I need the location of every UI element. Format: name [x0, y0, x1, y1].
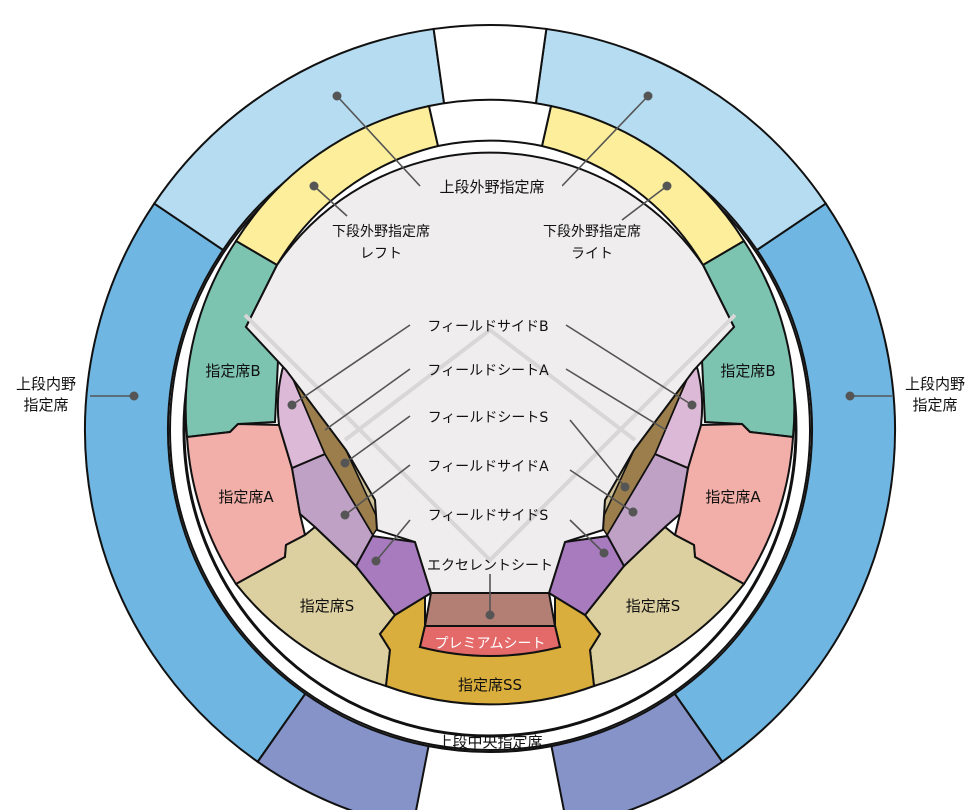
label-upper-center: 上段中央指定席	[437, 733, 542, 751]
label-reserved-b-right: 指定席B	[720, 362, 775, 380]
label-field-seat-s: フィールドシートS	[428, 410, 549, 426]
label-upper-infield-left: 上段内野 指定席	[6, 374, 86, 416]
label-field-side-a: フィールドサイドA	[427, 459, 549, 475]
pointer-lines	[90, 95, 892, 615]
label-upper-infield-right-line2: 指定席	[912, 396, 958, 414]
field-guide-lines	[243, 313, 737, 563]
label-excellent: エクセレントシート	[427, 558, 553, 574]
outer-gap-bottom	[415, 744, 565, 810]
lower-gap-top	[427, 98, 553, 148]
section-premium[interactable]	[418, 625, 562, 657]
label-field-side-s: フィールドサイドS	[428, 508, 549, 524]
label-reserved-s-left: 指定席S	[300, 597, 355, 615]
label-reserved-b-left: 指定席B	[205, 362, 260, 380]
label-upper-outfield: 上段外野指定席	[439, 178, 544, 196]
label-upper-infield-left-line1: 上段内野	[15, 375, 76, 393]
outer-gap-top	[432, 24, 548, 113]
section-upper-center[interactable]	[256, 692, 724, 810]
map-labels: 上段外野指定席 下段外野指定席 レフト 下段外野指定席 ライト フィールドサイド…	[205, 176, 776, 751]
label-upper-infield-left-line2: 指定席	[23, 396, 69, 414]
section-reserved-b-right[interactable]	[700, 239, 796, 439]
label-field-side-b: フィールドサイドB	[427, 319, 548, 335]
label-reserved-a-left: 指定席A	[218, 488, 274, 506]
label-reserved-s-right: 指定席S	[626, 597, 681, 615]
label-lower-left-line2: レフト	[360, 246, 402, 262]
section-reserved-b-left[interactable]	[184, 239, 280, 439]
label-field-seat-a: フィールドシートA	[427, 363, 549, 379]
label-upper-infield-right-line1: 上段内野	[904, 375, 965, 393]
label-upper-infield-right: 上段内野 指定席	[895, 374, 975, 416]
pointer-dots	[129, 91, 855, 620]
label-premium: プレミアムシート	[434, 636, 545, 652]
label-lower-right-line1: 下段外野指定席	[543, 224, 641, 240]
label-lower-right-line2: ライト	[571, 246, 613, 262]
label-reserved-a-right: 指定席A	[705, 488, 761, 506]
label-reserved-ss: 指定席SS	[458, 676, 522, 694]
playing-field	[244, 151, 736, 594]
label-lower-left-line1: 下段外野指定席	[332, 224, 430, 240]
